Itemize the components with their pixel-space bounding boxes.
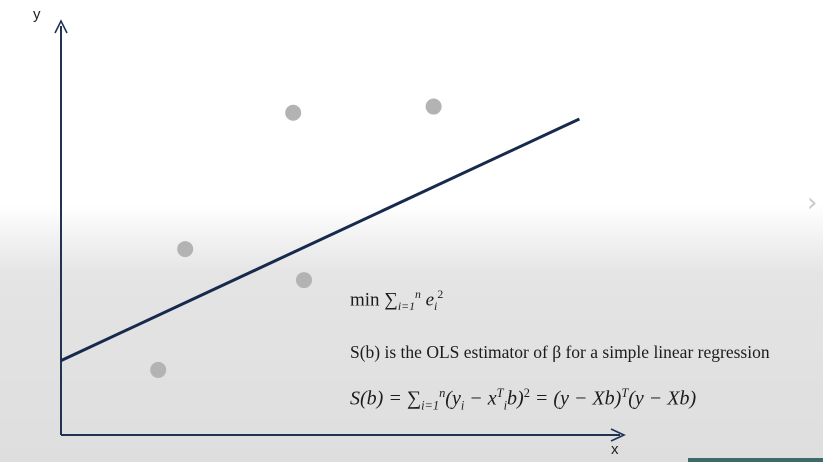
equation-square: 2 [523,386,530,400]
min-sum-squared-residuals-formula: min ∑i=1n ei2 [350,288,443,314]
data-points [150,98,442,378]
data-point-1 [150,361,167,378]
player-progress-strip [688,458,823,462]
equation-term-open: (y [445,387,461,410]
regression-line [60,117,581,362]
sum-lower-index: i=1 [397,300,415,314]
equation-lower-index: i=1 [421,398,440,413]
data-point-3 [285,104,302,121]
equation-term-close: b) [507,387,524,410]
ols-objective-equation: S(b) = ∑i=1n(yi − xTib)2 = (y − Xb)T(y −… [350,386,696,414]
residual-subscript: i [434,300,438,314]
x-axis-arrowhead [610,428,626,442]
next-slide-chevron-icon[interactable]: › [807,188,818,218]
sum-upper-index: n [414,288,421,301]
equation-term-subscript: i [460,398,465,413]
equation-rhs-transpose: T [621,386,629,400]
equation-upper-index: n [439,386,446,400]
residual-exponent: 2 [437,288,444,301]
min-operator: min [350,289,380,311]
residual-variable: e [425,289,435,311]
equation-x-subscript: i [503,398,508,413]
equation-sum-symbol: ∑ [406,387,422,410]
data-point-4 [296,272,312,289]
equation-rhs-second: (y − Xb) [628,387,697,410]
equation-transpose-marker: T [496,386,504,400]
y-axis-label: y [33,6,41,23]
sum-symbol: ∑ [384,289,398,311]
ols-description: S(b) is the OLS estimator of β for a sim… [350,342,770,362]
data-point-5 [425,98,442,115]
y-axis-arrowhead [54,19,68,34]
equation-term-minus: − x [469,387,497,410]
equation-lhs: S(b) = [350,387,402,410]
x-axis-label: x [611,441,619,458]
equation-rhs-first: = (y − Xb) [534,387,622,410]
data-point-2 [177,241,194,258]
